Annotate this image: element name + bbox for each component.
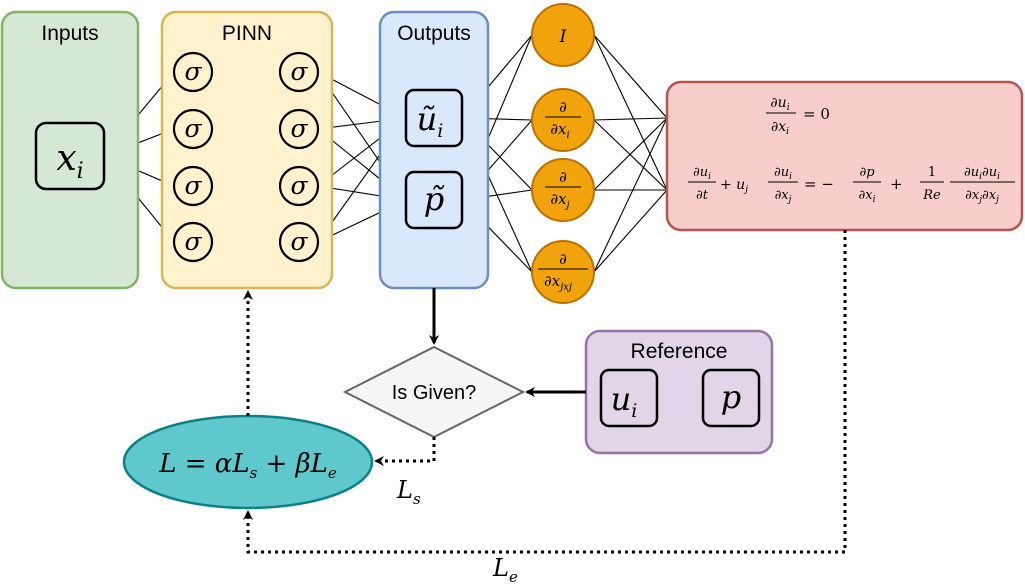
pinn-neuron-l1-3: σ bbox=[172, 165, 214, 207]
output-u-label: ũi bbox=[417, 100, 444, 142]
neuron-activation-label: σ bbox=[184, 227, 202, 256]
pinn-neuron-l2-3: σ bbox=[278, 165, 320, 207]
governing-equations-box: ∂ui ∂xi = 0 ∂ui ∂t + uj ∂ui ∂xj = − ∂p ∂… bbox=[665, 80, 1024, 232]
connection-line bbox=[593, 119, 668, 191]
svg-text:+: + bbox=[890, 175, 903, 193]
inputs-title: Inputs bbox=[41, 22, 98, 45]
decision-label: Is Given? bbox=[392, 382, 476, 404]
connection-line bbox=[593, 34, 668, 191]
reference-p-node bbox=[701, 368, 761, 428]
connection-line bbox=[593, 117, 668, 121]
operator-layer: I ∂ ∂xi ∂ ∂xj ∂ ∂xjxj bbox=[531, 3, 595, 304]
second-derivative-operator bbox=[531, 240, 595, 304]
neuron-activation-label: σ bbox=[290, 227, 308, 256]
pinn-neuron-l2-2: σ bbox=[278, 108, 320, 150]
svg-text:= −: = − bbox=[804, 175, 834, 193]
reference-title: Reference bbox=[631, 340, 728, 363]
reference-panel: Reference ui p bbox=[584, 329, 774, 455]
momentum-equation: ∂ui ∂t + uj ∂ui ∂xj = − ∂p ∂xi + 1 Re ∂u… bbox=[688, 165, 1015, 205]
pinn-title: PINN bbox=[222, 22, 272, 45]
outputs-panel: Outputs ũi p̃ bbox=[378, 10, 490, 290]
svg-text:∂t: ∂t bbox=[696, 188, 709, 203]
neuron-activation-label: σ bbox=[290, 171, 308, 200]
derivative-xj-operator bbox=[531, 158, 595, 222]
flow-arrows bbox=[243, 230, 847, 554]
neuron-activation-label: σ bbox=[290, 57, 308, 86]
input-node bbox=[34, 121, 106, 191]
le-label: Le bbox=[492, 554, 518, 586]
neuron-activation-label: σ bbox=[184, 57, 202, 86]
is-given-decision: Is Given? bbox=[342, 345, 526, 439]
reference-u-label: ui bbox=[611, 380, 638, 422]
svg-text:+ uj: + uj bbox=[720, 177, 748, 195]
svg-text:∂ui: ∂ui bbox=[774, 165, 792, 182]
neuron-activation-label: σ bbox=[290, 114, 308, 143]
pinn-neuron-l1-4: σ bbox=[172, 221, 214, 263]
input-node-label: xi bbox=[56, 138, 83, 184]
output-u-node bbox=[404, 88, 464, 148]
pinn-neuron-l1-1: σ bbox=[172, 51, 214, 93]
svg-text:Re: Re bbox=[922, 188, 941, 203]
neuron-activation-label: σ bbox=[184, 114, 202, 143]
svg-text:∂xj∂xj: ∂xj∂xj bbox=[965, 188, 999, 205]
svg-text:∂xj: ∂xj bbox=[775, 188, 792, 205]
loss-formula: L = αLs + βLe bbox=[158, 449, 337, 482]
outputs-title: Outputs bbox=[397, 22, 471, 45]
svg-text:∂p: ∂p bbox=[859, 165, 875, 180]
svg-text:∂ui∂ui: ∂ui∂ui bbox=[964, 165, 1000, 182]
identity-operator-label: I bbox=[559, 27, 567, 47]
continuity-equation: ∂ui ∂xi = 0 bbox=[766, 95, 830, 137]
pinn-neuron-l1-2: σ bbox=[172, 108, 214, 150]
le-arrow bbox=[243, 230, 847, 554]
svg-text:∂xi: ∂xi bbox=[771, 119, 789, 137]
connection-line bbox=[593, 117, 668, 273]
output-p-label: p̃ bbox=[424, 180, 445, 218]
connection-line bbox=[593, 189, 668, 273]
neuron-activation-label: σ bbox=[184, 171, 202, 200]
ls-arrow bbox=[374, 437, 436, 466]
derivative-xi-den: ∂xi bbox=[550, 120, 569, 141]
connection-line bbox=[593, 117, 668, 191]
svg-text:1: 1 bbox=[928, 165, 936, 180]
reference-p-label: p bbox=[721, 378, 741, 416]
connection-line bbox=[593, 34, 668, 119]
derivative-xj-den: ∂xj bbox=[550, 190, 569, 211]
inputs-panel: Inputs xi bbox=[0, 10, 140, 290]
svg-text:= 0: = 0 bbox=[803, 105, 830, 123]
derivative-xj-num: ∂ bbox=[559, 168, 567, 186]
derivative-xi-operator bbox=[531, 88, 595, 152]
loss-function: L = αLs + βLe bbox=[122, 414, 374, 510]
pinn-neuron-l2-4: σ bbox=[278, 221, 320, 263]
output-p-node bbox=[404, 170, 464, 230]
derivative-xi-num: ∂ bbox=[559, 98, 567, 116]
svg-text:∂xi: ∂xi bbox=[859, 188, 876, 205]
second-derivative-num: ∂ bbox=[559, 250, 567, 268]
pinn-neuron-l2-1: σ bbox=[278, 51, 320, 93]
ls-label: Ls bbox=[396, 476, 421, 508]
reference-u-node bbox=[599, 368, 659, 428]
second-derivative-den: ∂xjxj bbox=[544, 272, 572, 293]
svg-text:∂ui: ∂ui bbox=[770, 95, 789, 113]
identity-operator bbox=[531, 3, 595, 67]
svg-text:∂ui: ∂ui bbox=[693, 165, 711, 182]
